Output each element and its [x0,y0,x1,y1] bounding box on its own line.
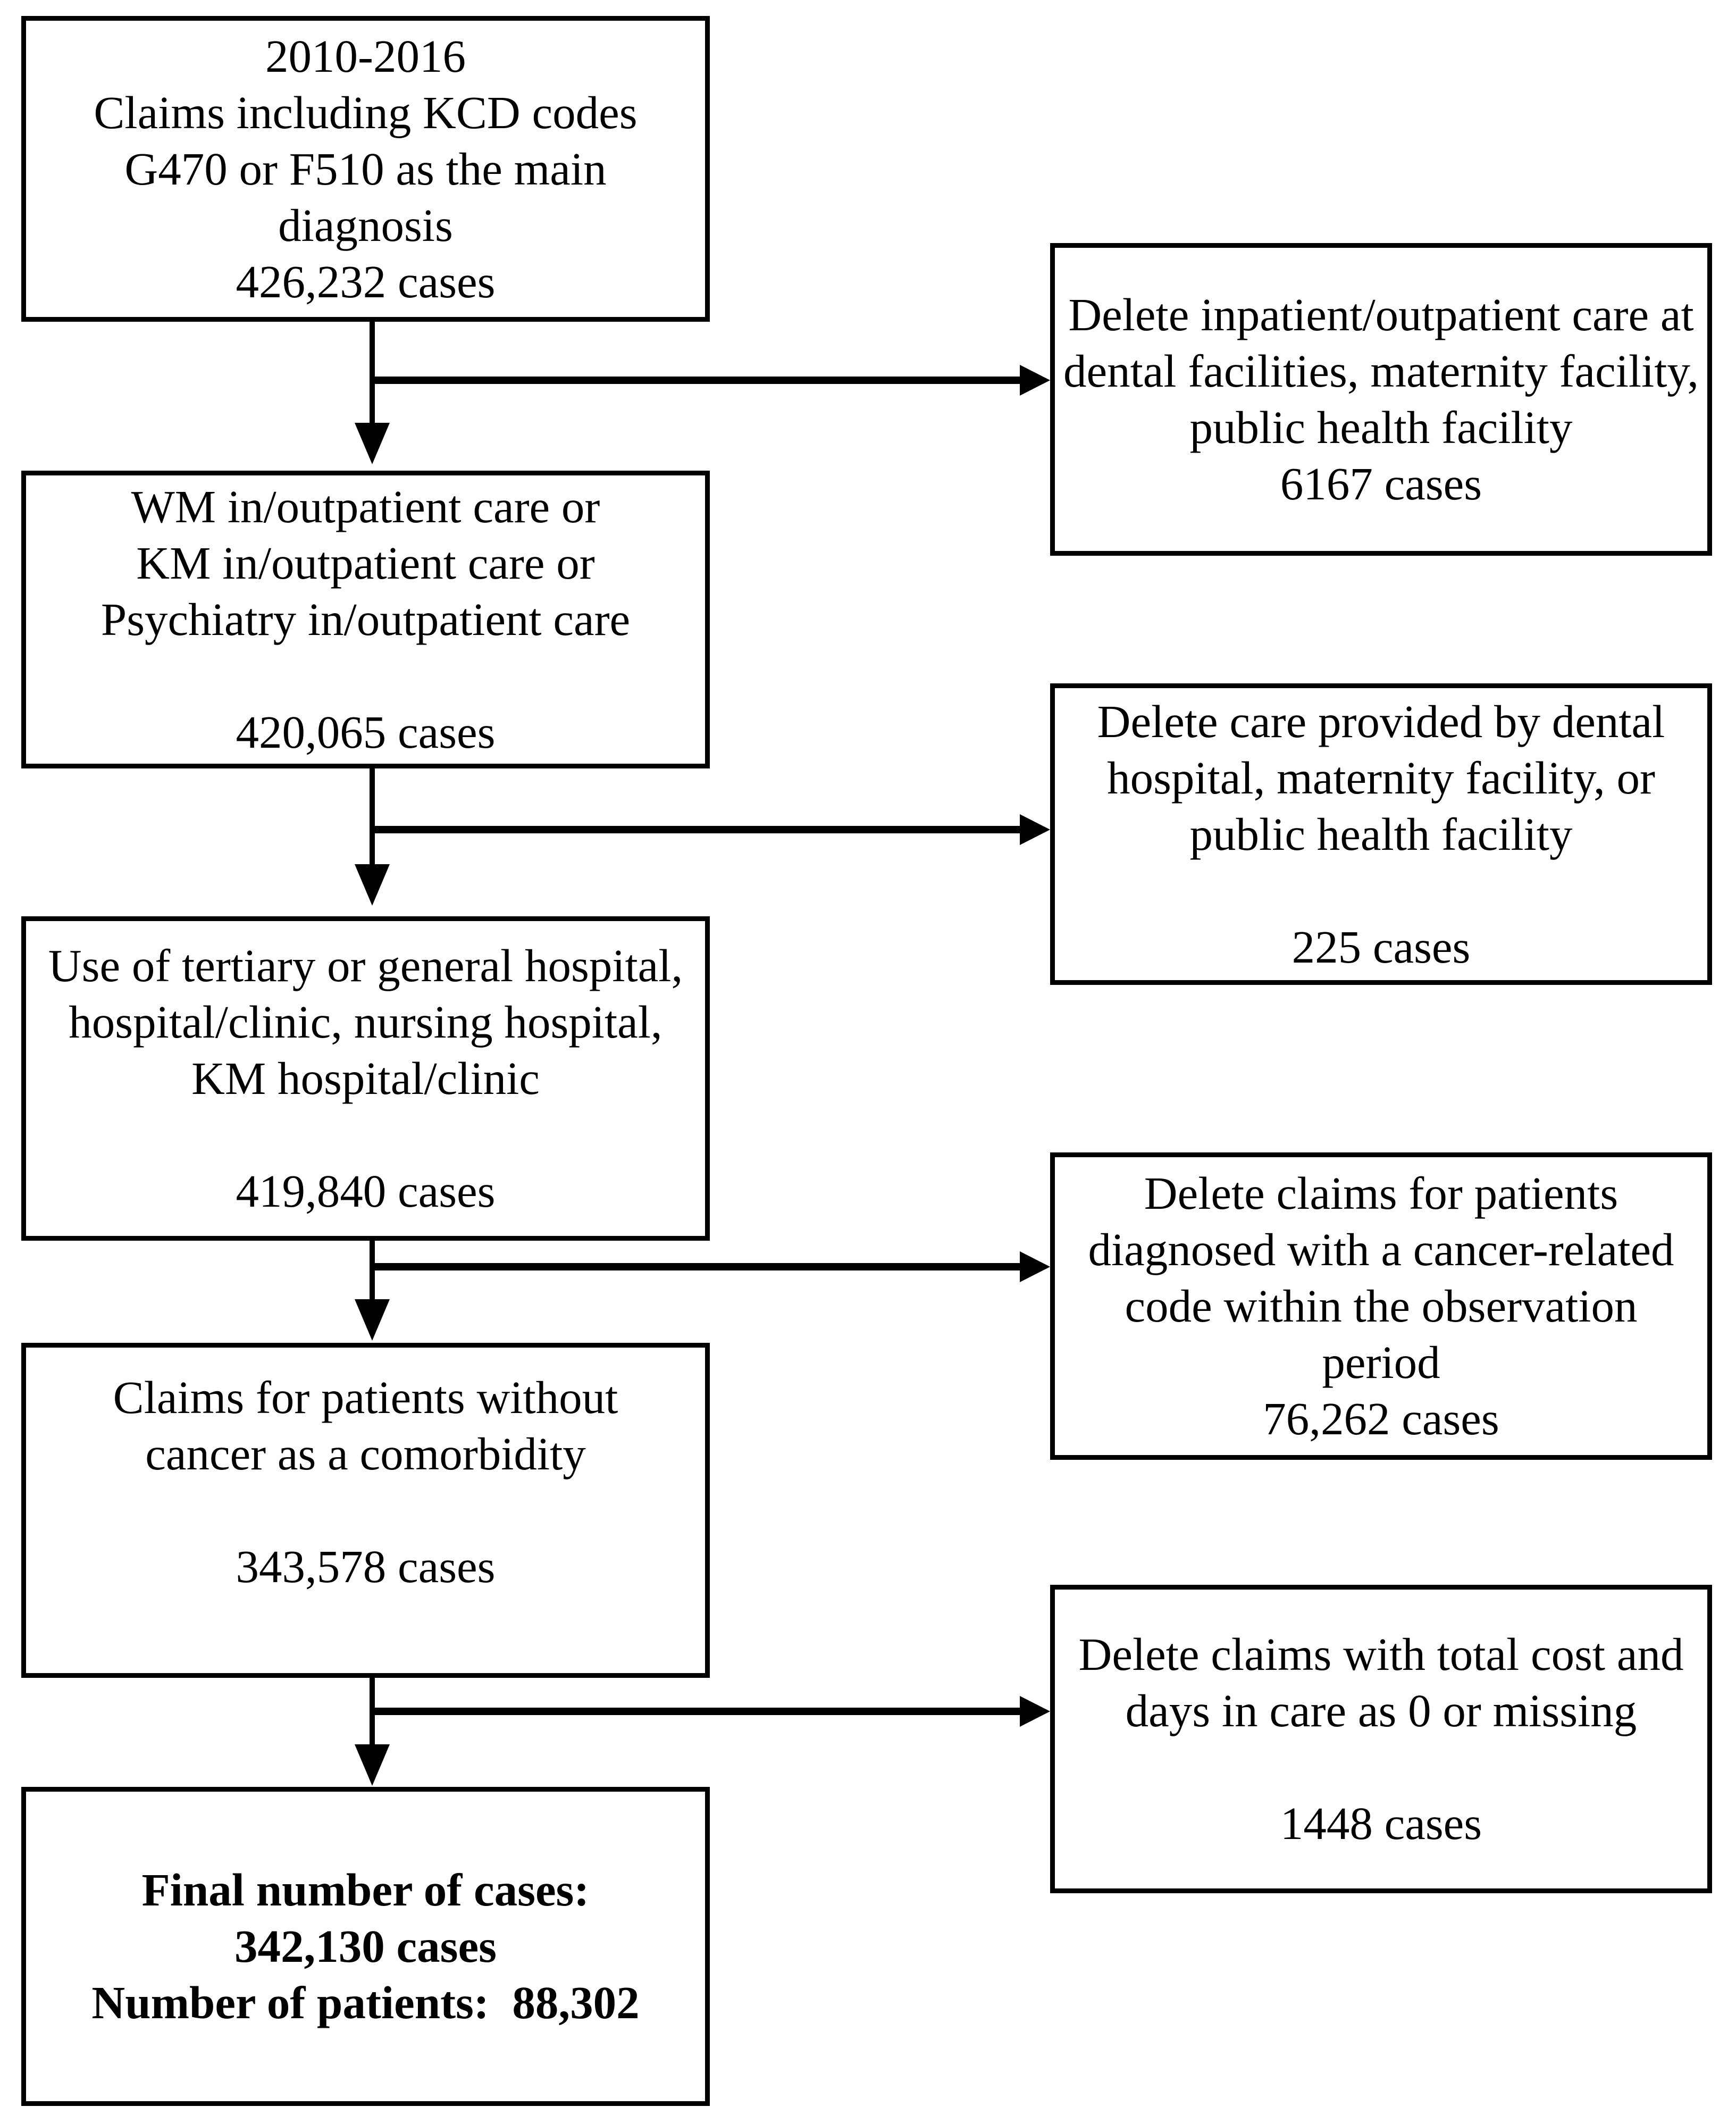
box-text-line: 2010-2016 [265,30,466,82]
flow-line-2 [370,768,375,867]
right-arrowhead-icon [1020,1251,1050,1282]
box-text-line: diagnosed with a cancer-related [1088,1224,1674,1275]
box-text-line: G470 or F510 as the main [124,143,607,195]
branch-line-1 [372,377,1022,384]
final-cases-label: Final number of cases: [141,1864,590,1916]
box-text-line: Claims for patients without [113,1372,618,1423]
box-wm-km-psychiatry: WM in/outpatient care or KM in/outpatien… [21,471,710,768]
box-text-line: Delete claims with total cost and [1078,1628,1684,1680]
box-text-line: KM in/outpatient care or [136,537,595,589]
box-case-count: 343,578 cases [236,1541,496,1592]
box-text-line: cancer as a comorbidity [145,1428,586,1479]
branch-line-3 [372,1263,1022,1270]
box-text-line: Delete care provided by dental [1097,695,1665,747]
box-delete-zero-cost: Delete claims with total cost and days i… [1050,1585,1712,1893]
down-arrowhead-icon [355,864,390,906]
branch-line-2 [372,826,1022,833]
box-delete-dental-hospital: Delete care provided by dental hospital,… [1050,683,1712,985]
box-case-count: 420,065 cases [236,706,496,758]
box-no-cancer-comorbidity: Claims for patients without cancer as a … [21,1343,710,1678]
down-arrowhead-icon [355,423,390,464]
box-text-line: Delete inpatient/outpatient care at [1068,289,1694,340]
box-delete-cancer-code: Delete claims for patients diagnosed wit… [1050,1152,1712,1460]
box-text-line: code within the observation [1125,1280,1638,1332]
box-text-line: hospital/clinic, nursing hospital, [69,996,662,1048]
box-case-count: 225 cases [1291,921,1471,973]
box-text-line: WM in/outpatient care or [131,481,600,532]
box-case-count: 6167 cases [1280,458,1482,509]
box-case-count: 1448 cases [1280,1798,1482,1849]
box-case-count: 419,840 cases [236,1165,496,1217]
final-cases-count: 342,130 cases [234,1920,497,1972]
box-text-line: public health facility [1189,808,1573,860]
box-text-line: Psychiatry in/outpatient care [100,593,631,645]
box-text-line: public health facility [1189,402,1573,453]
right-arrowhead-icon [1020,365,1050,396]
down-arrowhead-icon [355,1299,390,1341]
right-arrowhead-icon [1020,1696,1050,1727]
branch-line-4 [372,1708,1022,1715]
flow-line-3 [370,1241,375,1302]
box-text-line: days in care as 0 or missing [1125,1685,1637,1736]
flow-line-1 [370,322,375,425]
down-arrowhead-icon [355,1744,390,1786]
box-claims-2010-2016: 2010-2016 Claims including KCD codes G47… [21,16,710,322]
right-arrowhead-icon [1020,814,1050,845]
box-text-line: diagnosis [278,199,453,251]
box-text-line: period [1322,1336,1440,1388]
box-facility-types: Use of tertiary or general hospital, hos… [21,916,710,1241]
box-text-line: Use of tertiary or general hospital, [48,940,683,991]
box-text-line: dental facilities, maternity facility, [1063,345,1699,397]
box-case-count: 426,232 cases [236,255,496,307]
box-final-count: Final number of cases: 342,130 cases Num… [21,1787,710,2106]
box-delete-dental-facilities: Delete inpatient/outpatient care at dent… [1050,243,1712,556]
box-text-line: Claims including KCD codes [94,86,638,138]
box-case-count: 76,262 cases [1263,1393,1499,1444]
final-patients-count: Number of patients: 88,302 [91,1977,640,2028]
box-text-line: KM hospital/clinic [191,1052,540,1104]
box-text-line: Delete claims for patients [1144,1167,1618,1219]
box-text-line: hospital, maternity facility, or [1107,751,1655,804]
